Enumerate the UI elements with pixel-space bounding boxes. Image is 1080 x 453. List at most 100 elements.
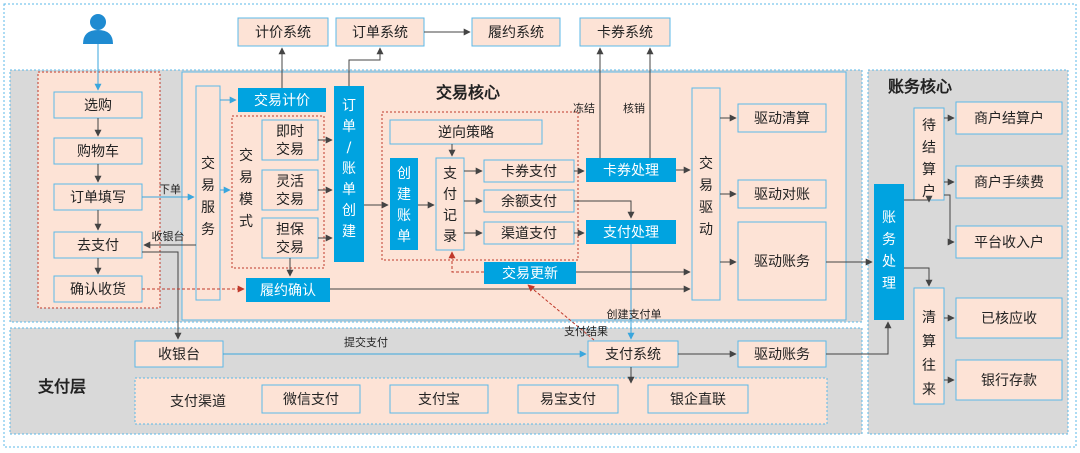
svg-text:去支付: 去支付 [77,238,119,254]
node-confirm-receipt: 确认收货 [53,275,143,303]
node-fill-order: 订单填写 [53,183,143,211]
merchant-fee: 商户手续费 [955,165,1063,199]
svg-text:驱动对账: 驱动对账 [754,187,810,203]
svg-text:订单系统: 订单系统 [352,25,408,41]
account-process: 账务处理 [874,184,904,320]
channel-alipay: 支付宝 [389,384,489,414]
svg-text:履约确认: 履约确认 [260,283,316,299]
edge-label-submit-pay: 提交支付 [344,335,388,349]
svg-text:已核应收: 已核应收 [981,310,1037,327]
svg-text:驱动账务: 驱动账务 [754,254,810,270]
svg-text:支付宝: 支付宝 [418,392,460,408]
coupon-process: 卡券处理 [586,158,676,182]
fulfillment-confirm: 履约确认 [246,278,330,302]
svg-text:选购: 选购 [84,98,112,114]
reverse-strategy: 逆向策略 [389,119,543,145]
pay-process: 支付处理 [586,220,676,244]
svg-text:渠道支付: 渠道支付 [501,226,557,242]
pay-channel-label: 支付渠道 [170,394,226,410]
edge-label-cashier: 收银台 [152,229,185,243]
svg-text:商户手续费: 商户手续费 [974,174,1044,191]
account-process-label: 账务处理 [882,210,896,292]
bank-deposit: 银行存款 [955,359,1063,401]
svg-text:易宝支付: 易宝支付 [540,392,596,408]
clearing: 清算往来 [913,287,945,405]
coupon-system: 卡券系统 [579,17,671,47]
trade-update: 交易更新 [484,262,576,284]
svg-text:交易: 交易 [276,191,304,208]
coupon-pay: 卡券支付 [483,159,575,183]
drive-reconcile: 驱动对账 [737,179,827,209]
balance-pay: 余额支付 [483,189,575,213]
svg-text:确认收货: 确认收货 [70,281,126,298]
written-off: 已核应收 [955,297,1063,339]
channel-bank-direct: 银企直联 [647,384,749,414]
accounting-core-title: 账务核心 [888,77,952,96]
drive-accounting: 驱动账务 [737,221,827,301]
edge-label-pay-result: 支付结果 [564,325,608,338]
channel-pay: 渠道支付 [483,221,575,245]
svg-text:履约系统: 履约系统 [488,25,544,41]
svg-text:银企直联: 银企直联 [670,391,726,408]
svg-text:微信支付: 微信支付 [283,392,339,408]
svg-text:卡券处理: 卡券处理 [603,163,659,179]
svg-text:驱动账务: 驱动账务 [754,347,810,363]
cashier: 收银台 [134,340,224,368]
channel-wechat: 微信支付 [261,384,361,414]
fulfillment-system: 履约系统 [471,17,561,47]
svg-text:交易: 交易 [276,141,304,158]
merchant-settle: 商户结算户 [955,101,1063,135]
payment-layer-title: 支付层 [37,377,86,396]
pending-settle: 待结算户 [913,107,945,201]
pay-system: 支付系统 [587,340,679,368]
trade-mode-label: 交易模式 [239,147,253,230]
svg-text:支付系统: 支付系统 [605,347,661,363]
trade-service: 交易服务 [195,85,221,301]
trade-mode-text: 交易模式 [239,147,253,230]
trade-pricing: 交易计价 [238,88,326,112]
svg-text:计价系统: 计价系统 [255,25,311,41]
svg-text:商户结算户: 商户结算户 [974,110,1044,127]
node-browse: 选购 [53,91,143,119]
node-cart: 购物车 [53,137,143,165]
node-escrow: 担保 交易 [261,217,319,259]
edge-label-create-pay-order: 创建支付单 [607,307,662,321]
svg-text:平台收入户: 平台收入户 [974,234,1044,251]
svg-text:驱动清算: 驱动清算 [754,111,810,127]
svg-text:订单填写: 订单填写 [70,190,126,206]
connectors [94,28,955,384]
edge-label-place-order: 下单 [159,183,181,196]
pay-record-label: 支付记录 [443,166,457,245]
svg-text:收银台: 收银台 [158,347,200,363]
svg-text:银行存款: 银行存款 [981,373,1037,389]
pricing-system: 计价系统 [237,17,329,47]
svg-text:支付处理: 支付处理 [603,225,659,241]
trade-service-label: 交易服务 [201,155,215,238]
trade-core-title: 交易核心 [436,83,500,102]
node-instant: 即时 交易 [261,119,319,161]
order-system: 订单系统 [335,17,425,47]
channel-yeepay: 易宝支付 [517,384,619,414]
user-icon [83,14,113,44]
node-flexible: 灵活 交易 [261,169,319,211]
edge-label-write-off: 核销 [623,101,645,115]
order-bill-create: 订单/账单创建 [334,86,364,262]
svg-text:交易: 交易 [276,239,304,256]
platform-income: 平台收入户 [955,225,1063,259]
svg-text:交易计价: 交易计价 [254,92,310,109]
svg-text:购物车: 购物车 [77,143,119,160]
pay-record: 支付记录 [435,157,465,251]
svg-text:即时: 即时 [276,124,304,140]
svg-text:卡券系统: 卡券系统 [597,25,653,41]
clearing-label: 清算往来 [922,310,936,398]
svg-text:交易更新: 交易更新 [502,265,558,282]
edge-label-freeze: 冻结 [573,101,595,115]
pay-drive-accounting: 驱动账务 [737,340,827,368]
order-bill-create-label: 订单/账单创建 [342,98,356,240]
trade-drive-label: 交易驱动 [699,155,713,238]
trade-drive: 交易驱动 [691,87,721,301]
node-go-pay: 去支付 [53,231,143,259]
svg-text:担保: 担保 [276,222,304,238]
drive-settle: 驱动清算 [737,103,827,133]
